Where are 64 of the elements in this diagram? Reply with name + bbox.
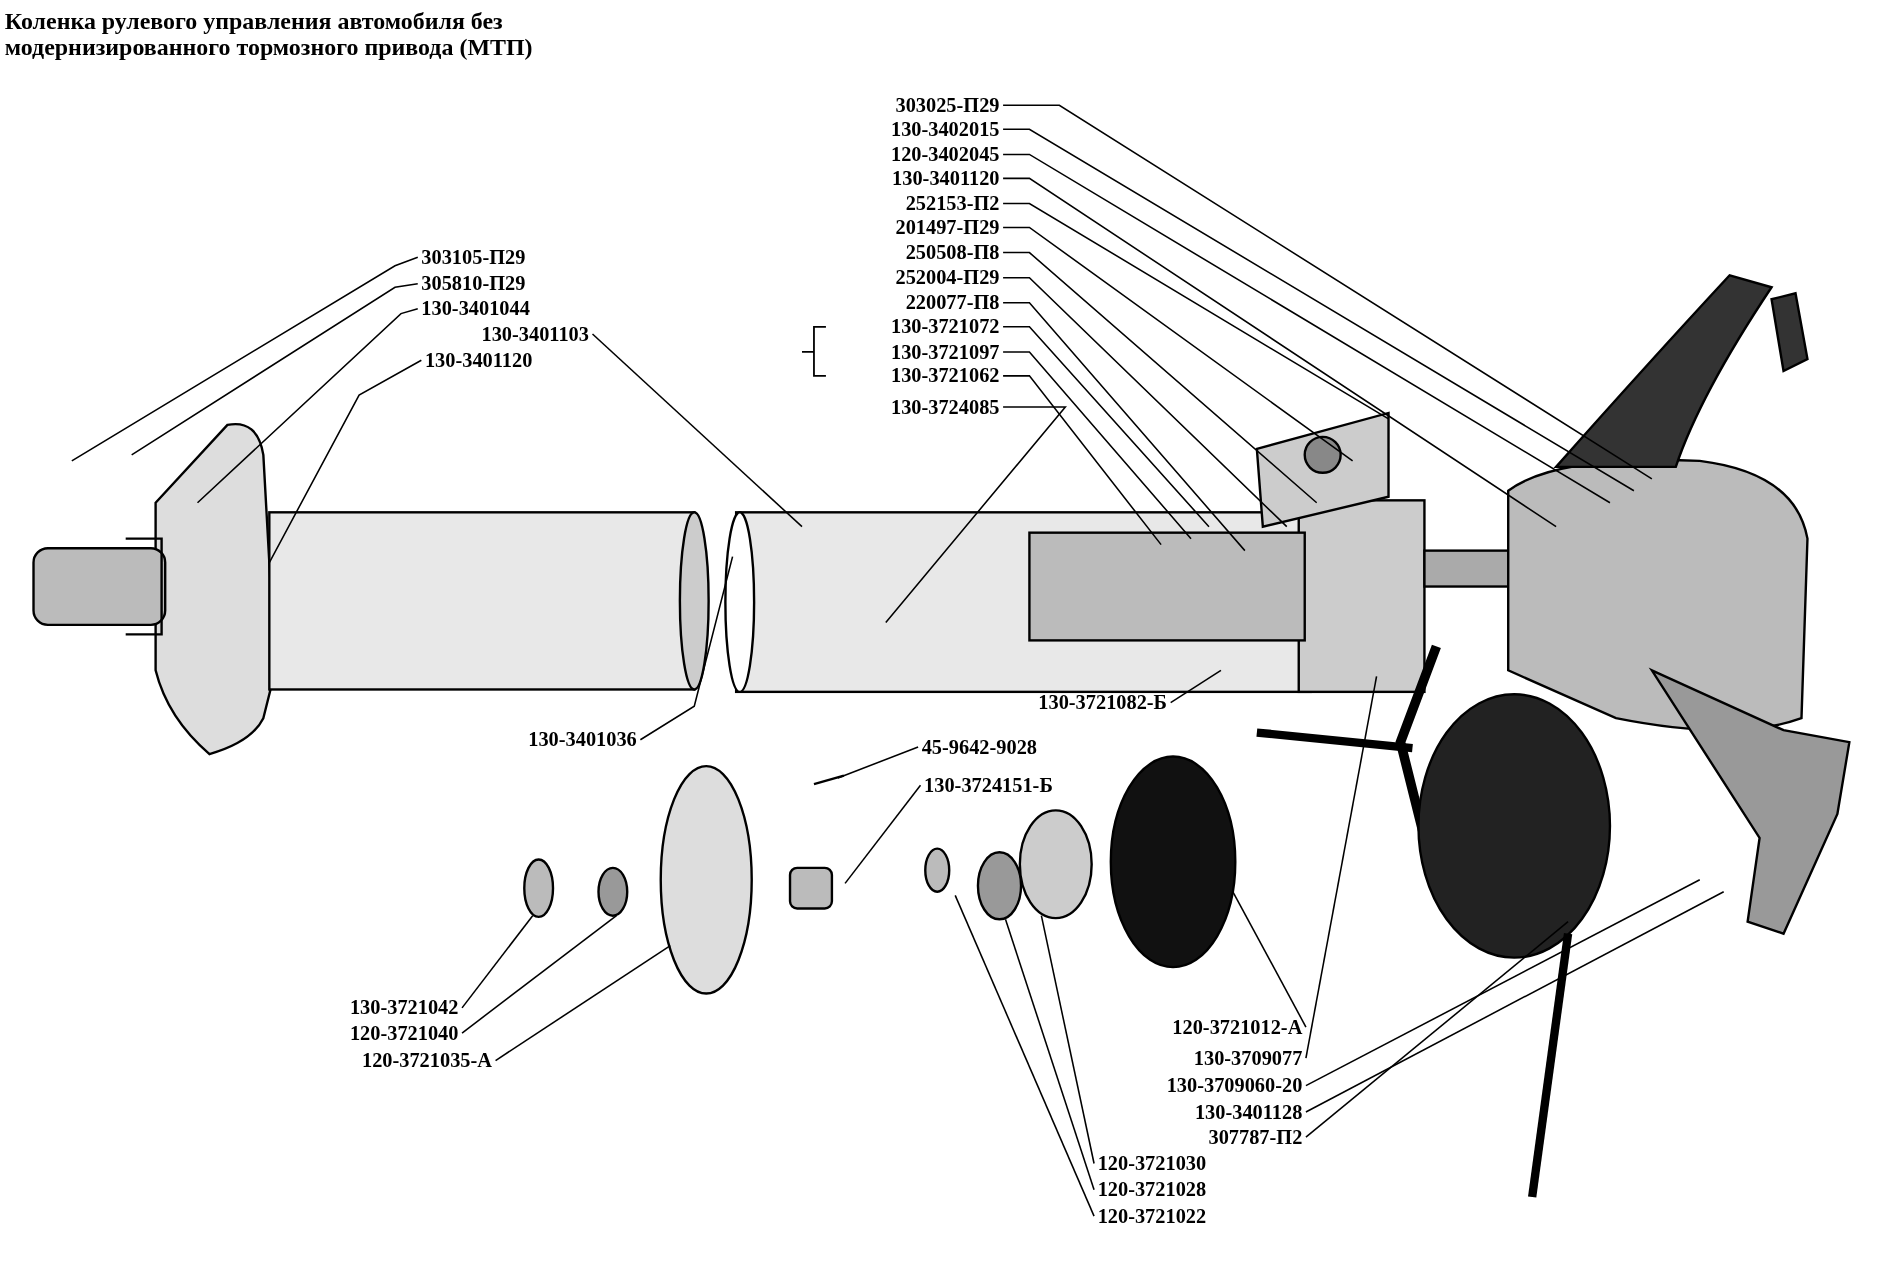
part-number: 201497-П29 — [895, 216, 1000, 239]
leader-line — [1305, 879, 1701, 1087]
leader-line — [461, 914, 618, 1034]
leader-line — [1305, 920, 1569, 1138]
leader-line — [1002, 351, 1192, 540]
leader-line — [1002, 202, 1390, 420]
part-number: 252004-П29 — [895, 266, 1000, 290]
leader-line — [1002, 276, 1288, 528]
part-number: 130-3709077 — [1193, 1046, 1303, 1070]
leader-line — [954, 894, 1095, 1217]
leader-line — [885, 406, 1067, 624]
leader-line — [1040, 914, 1095, 1165]
leader-line — [1002, 226, 1354, 462]
leader-line — [1002, 302, 1246, 552]
part-number: 130-3721082-Б — [1038, 691, 1168, 714]
part-number: 130-3721097 — [890, 340, 1000, 364]
part-number: 130-3401120 — [424, 348, 533, 372]
part-number: 130-3401036 — [528, 728, 637, 752]
part-number: 252153-П2 — [905, 192, 1000, 215]
leader-line — [1002, 375, 1162, 546]
leader-line — [1002, 251, 1318, 504]
leader-line — [1002, 177, 1557, 528]
part-number: 120-3402045 — [890, 143, 1000, 166]
part-number: 120-3721022 — [1097, 1204, 1207, 1228]
part-number: 120-3721028 — [1097, 1178, 1207, 1202]
part-number: 130-3402015 — [890, 117, 1000, 141]
part-number: 120-3721030 — [1097, 1152, 1207, 1175]
leader-line — [461, 914, 534, 1009]
part-number: 130-3721062 — [890, 364, 1000, 388]
leader-line — [1305, 891, 1725, 1113]
leader-line — [837, 746, 919, 779]
leader-line — [1232, 891, 1307, 1028]
part-number: 130-3721072 — [890, 315, 1000, 339]
leader-line — [844, 784, 922, 885]
leader-line — [639, 555, 734, 741]
leader-line — [494, 944, 672, 1062]
part-number: 130-3724151-Б — [924, 773, 1053, 797]
leader-line — [268, 359, 423, 564]
leader-line — [71, 256, 419, 462]
part-number: 130-3709060-20 — [1166, 1074, 1303, 1098]
part-number: 130-3724085 — [890, 395, 1000, 419]
leader-line — [196, 308, 419, 504]
part-number: 130-3401103 — [481, 322, 589, 346]
part-number: 120-3721035-А — [361, 1049, 492, 1072]
part-number: 130-3401120 — [892, 167, 1000, 190]
part-number: 250508-П8 — [905, 241, 1000, 264]
part-number: 120-3721040 — [349, 1021, 459, 1045]
part-number: 220077-П8 — [905, 291, 1000, 315]
part-number: 130-3401128 — [1194, 1100, 1303, 1124]
part-number: 120-3721012-А — [1172, 1015, 1303, 1039]
part-number: 130-3401044 — [421, 297, 530, 321]
leader-line — [1305, 675, 1378, 1059]
part-number: 303025-П29 — [895, 93, 1000, 117]
part-number: 305810-П29 — [421, 272, 526, 296]
leader-line — [591, 333, 803, 528]
leader-line — [1002, 326, 1210, 528]
part-number: 307787-П2 — [1208, 1125, 1303, 1149]
leader-line — [130, 282, 419, 456]
leader-line — [1004, 918, 1095, 1191]
part-number: 130-3721042 — [349, 996, 459, 1020]
leader-line — [1169, 669, 1222, 704]
part-number: 303105-П29 — [421, 246, 526, 269]
part-number: 45-9642-9028 — [921, 735, 1037, 759]
title: Коленка рулевого управления автомобиля без модернизированного тормозного привода (МТП) — [4, 7, 534, 60]
